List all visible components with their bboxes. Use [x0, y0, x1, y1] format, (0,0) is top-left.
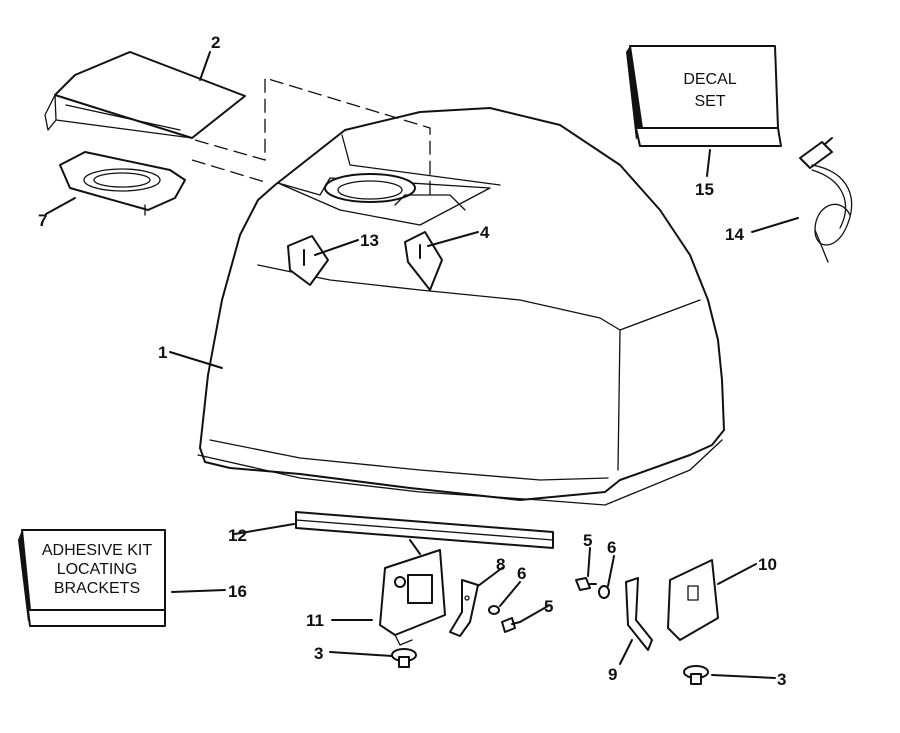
callout-1: 1 — [158, 343, 167, 362]
callout-3-right: 3 — [777, 670, 786, 689]
callout-8: 8 — [496, 555, 505, 574]
adhesive-box-line3: BRACKETS — [54, 580, 140, 597]
adhesive-box-line1: ADHESIVE KIT — [42, 542, 152, 559]
plug-3-right — [683, 665, 709, 685]
callout-5-left: 5 — [544, 597, 553, 616]
bracket-8 — [449, 579, 479, 637]
bracket-4 — [404, 231, 443, 291]
callout-12: 12 — [228, 526, 247, 545]
plug-3-left — [391, 648, 417, 668]
top-cover-lid — [44, 51, 246, 139]
motor-cover — [197, 107, 725, 506]
washer-6-right — [598, 585, 610, 599]
callout-14: 14 — [725, 225, 744, 244]
bracket-9 — [625, 577, 653, 651]
callout-10: 10 — [758, 555, 777, 574]
adhesive-kit-box: ADHESIVE KIT LOCATING BRACKETS — [18, 529, 166, 627]
cable-harness — [799, 137, 853, 263]
callout-16: 16 — [228, 582, 247, 601]
locating-bracket-11 — [379, 549, 446, 646]
decal-box-line1: DECAL — [683, 71, 736, 88]
callout-4: 4 — [480, 223, 490, 242]
seal-strip — [295, 511, 554, 549]
bracket-13 — [287, 235, 329, 286]
adhesive-box-line2: LOCATING — [57, 561, 138, 578]
assembly-dash-lines — [191, 77, 431, 195]
plate-10 — [667, 559, 719, 641]
callout-11: 11 — [306, 611, 324, 630]
callout-13: 13 — [360, 231, 379, 250]
callout-5-right: 5 — [583, 531, 592, 550]
screw-5-right — [575, 577, 597, 591]
callout-6-left: 6 — [517, 564, 526, 583]
leader-lines — [45, 51, 799, 679]
callout-2: 2 — [211, 33, 220, 52]
callout-7: 7 — [38, 211, 47, 230]
washer-6-left — [488, 605, 500, 615]
callout-labels: 1 2 7 13 4 14 15 12 16 11 8 6 5 5 6 9 10… — [38, 33, 786, 689]
gasket-plate — [59, 151, 186, 216]
callout-9: 9 — [608, 665, 617, 684]
screw-5-left — [501, 617, 521, 633]
callout-15: 15 — [695, 180, 714, 199]
decal-set-box: DECAL SET — [626, 45, 782, 147]
callout-6-right: 6 — [607, 538, 616, 557]
callout-3-left: 3 — [314, 644, 323, 663]
decal-box-line2: SET — [694, 93, 725, 110]
